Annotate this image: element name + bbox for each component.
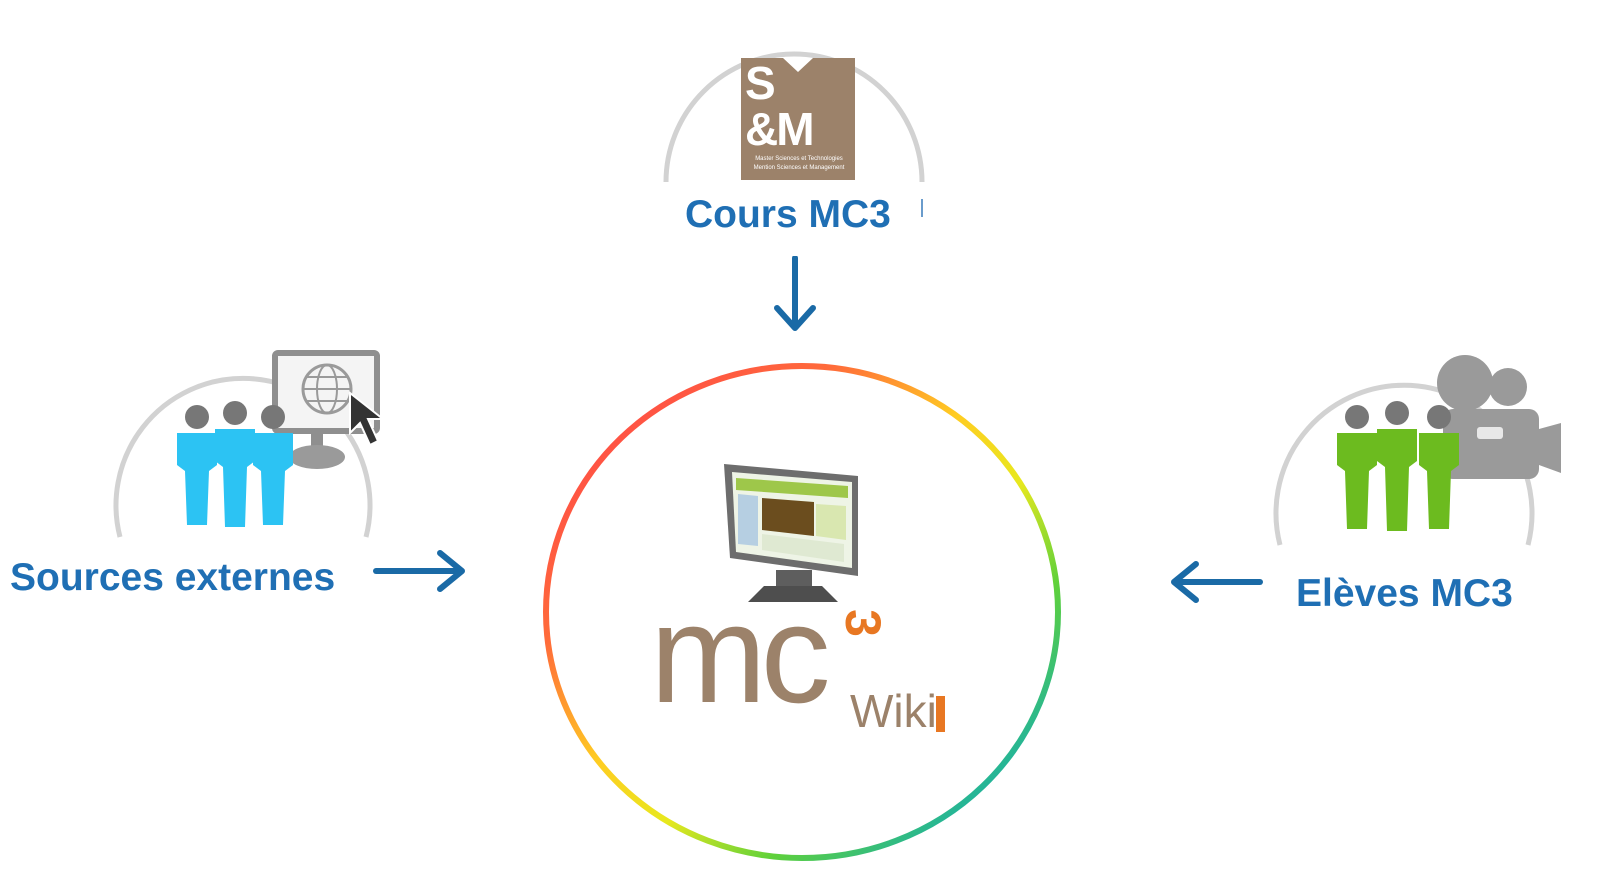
mc3-wiki-logo: mc 3 Wiki [650, 584, 970, 756]
eleves-label: Elèves MC3 [1296, 572, 1513, 615]
sm-subtitle-2: Mention Sciences et Management [753, 165, 845, 171]
sm-letter-s: S [745, 57, 776, 109]
sources-label: Sources externes [10, 556, 336, 599]
superscript-3: 3 [834, 609, 891, 637]
people-web-icon [177, 350, 386, 527]
text-cursor-mark [921, 199, 923, 217]
left-arrow-icon [1171, 561, 1263, 603]
cours-label: Cours MC3 [685, 193, 891, 236]
sm-logo: S &M Master Sciences et Technologies Men… [741, 57, 855, 180]
down-arrow-icon [774, 256, 816, 331]
sm-letter-am: &M [745, 103, 815, 155]
left-ring [113, 375, 373, 538]
wiki-i-accent [936, 696, 945, 732]
people-camera-icon [1337, 355, 1561, 531]
center-ring [543, 363, 1061, 861]
sm-subtitle-1: Master Sciences et Technologies [755, 156, 843, 162]
mc-logo-text: mc [650, 575, 831, 732]
right-arrow-icon [373, 550, 465, 592]
monitor-icon [724, 464, 858, 602]
wiki-logo-text: Wiki [850, 685, 937, 737]
top-ring [663, 51, 925, 183]
